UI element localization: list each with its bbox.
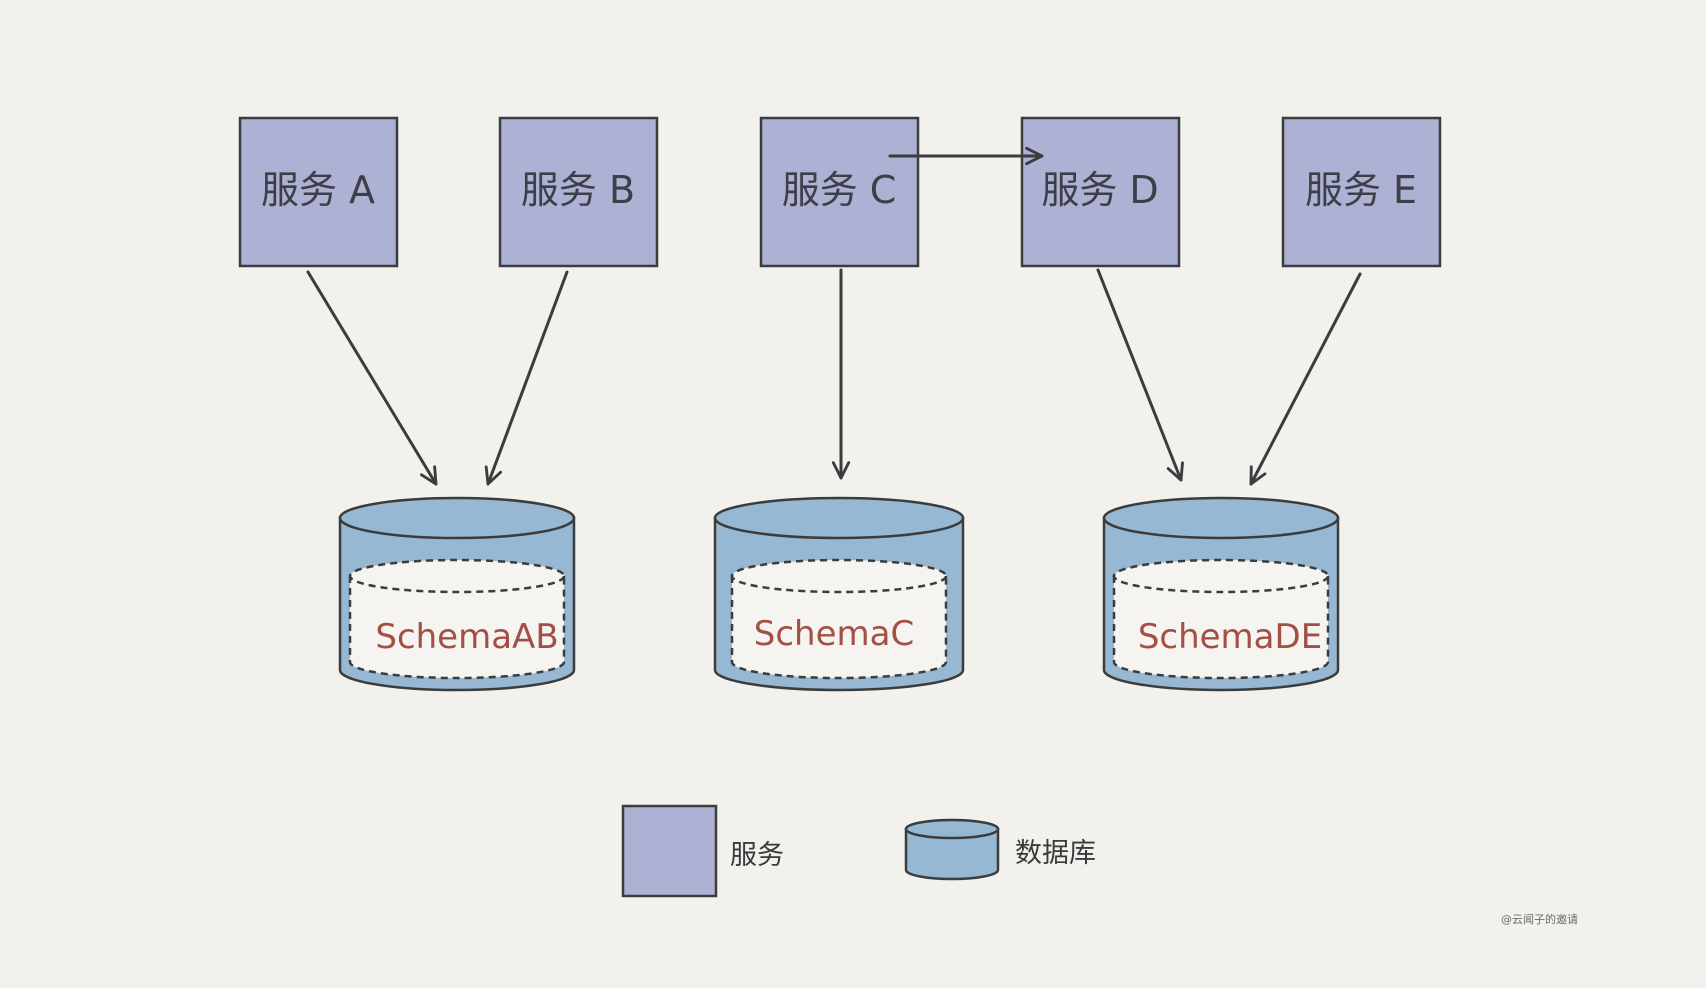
- service-e: 服务 E: [1281, 116, 1442, 268]
- service-e-label: 服务 E: [1305, 168, 1417, 212]
- legend: 服务 数据库: [621, 804, 1096, 898]
- database-schemaab: SchemaAB: [338, 496, 576, 692]
- service-a-label: 服务 A: [261, 168, 375, 212]
- service-d-label: 服务 D: [1041, 168, 1158, 212]
- credit-watermark: @云闻子的邀请: [1501, 912, 1578, 926]
- database-schemac: SchemaC: [713, 496, 965, 692]
- database-schemade-label: SchemaDE: [1138, 617, 1322, 657]
- service-b-label: 服务 B: [521, 168, 635, 212]
- database-schemaab-label: SchemaAB: [375, 617, 558, 657]
- service-d: 服务 D: [1020, 116, 1181, 268]
- edge-service-e-to-schemade: [1249, 272, 1362, 486]
- legend-service-label: 服务: [730, 840, 784, 871]
- database-schemade: SchemaDE: [1102, 496, 1340, 692]
- databases: SchemaAB SchemaC SchemaDE: [338, 496, 1340, 692]
- services: 服务 A 服务 B 服务 C 服务 D 服务 E: [238, 116, 1442, 268]
- edge-service-b-to-schemaab: [484, 270, 569, 486]
- edge-service-a-to-schemaab: [306, 270, 438, 486]
- legend-database-swatch: [904, 818, 1000, 881]
- legend-service-swatch: [621, 804, 718, 898]
- service-b: 服务 B: [498, 116, 659, 268]
- service-a: 服务 A: [238, 116, 399, 268]
- edge-service-d-to-schemade: [1096, 268, 1184, 482]
- service-c: 服务 C: [759, 116, 920, 268]
- service-c-label: 服务 C: [782, 168, 897, 212]
- legend-database-label: 数据库: [1015, 838, 1096, 869]
- database-schemac-label: SchemaC: [754, 614, 914, 654]
